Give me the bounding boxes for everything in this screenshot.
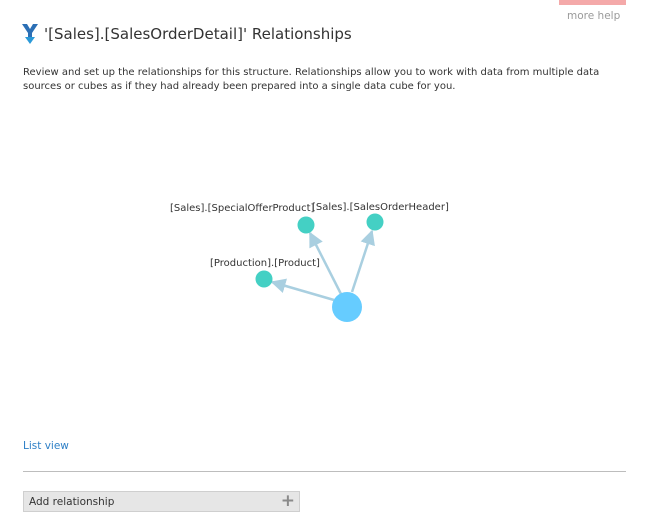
- help-tab[interactable]: [559, 0, 626, 5]
- node-sales-order-header[interactable]: [366, 213, 384, 231]
- edge-to-production-product: [270, 278, 335, 302]
- node-special-offer-product[interactable]: [297, 216, 315, 234]
- node-label-special-offer-product: [Sales].[SpecialOfferProduct]: [170, 203, 315, 214]
- node-center-sales-order-detail[interactable]: [332, 292, 362, 322]
- node-label-production-product: [Production].[Product]: [210, 258, 320, 269]
- node-label-sales-order-header: [Sales].[SalesOrderHeader]: [312, 202, 449, 213]
- description-text: Review and set up the relationships for …: [23, 67, 600, 92]
- relationship-edges: [270, 229, 375, 302]
- funnel-merge-icon: [22, 24, 38, 44]
- plus-icon: +: [280, 491, 295, 511]
- list-view-link[interactable]: List view: [23, 440, 69, 452]
- page-title: '[Sales].[SalesOrderDetail]' Relationshi…: [44, 25, 352, 43]
- add-relationship-label: Add relationship: [29, 495, 115, 508]
- edge-to-special-offer-product: [308, 231, 344, 297]
- edge-to-sales-order-header: [350, 229, 375, 293]
- add-relationship-button[interactable]: Add relationship +: [23, 491, 300, 512]
- title-row: '[Sales].[SalesOrderDetail]' Relationshi…: [21, 22, 352, 46]
- more-help-link[interactable]: more help: [567, 10, 621, 22]
- node-production-product[interactable]: [255, 270, 273, 288]
- divider: [23, 471, 626, 472]
